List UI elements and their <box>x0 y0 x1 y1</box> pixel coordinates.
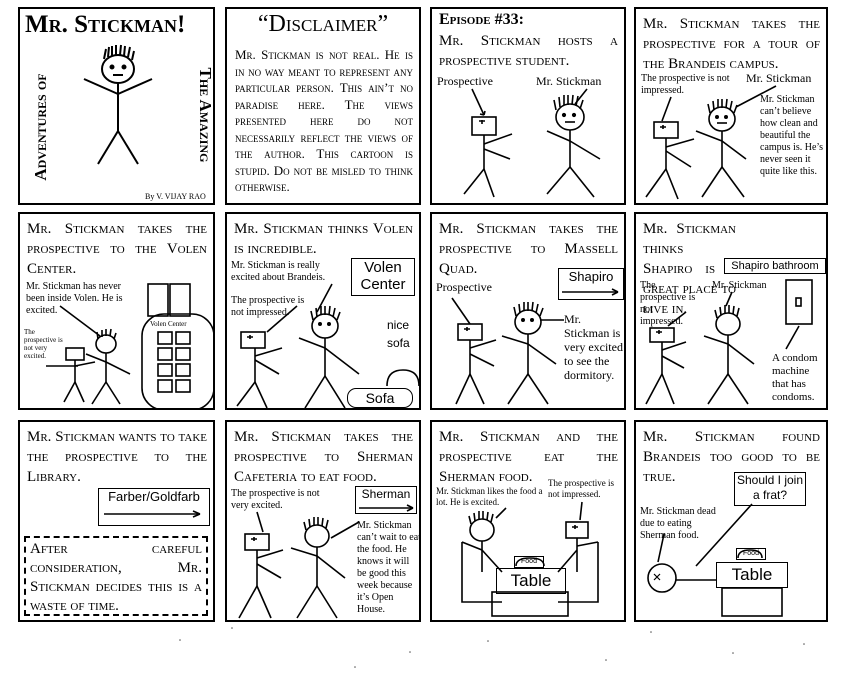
panel-shapiro: Mr. Stickman thinks Shapiro is a great p… <box>634 212 828 410</box>
conclusion-box: After careful consideration, Mr. Stickma… <box>24 536 208 616</box>
panel-caption: Mr. Stickman takes the prospective to Sh… <box>234 429 413 485</box>
author-credit: By V. VIJAY RAO <box>145 192 206 201</box>
panel-caption: Mr. Stickman wants to take the prospecti… <box>27 429 207 485</box>
panel-eating: Mr. Stickman and the prospective eat the… <box>430 420 626 622</box>
panel-library: Mr. Stickman wants to take the prospecti… <box>18 420 215 622</box>
note-stickman: Mr. Stickman likes the food a lot. He is… <box>436 486 543 507</box>
scene-illustration <box>46 283 213 408</box>
table-sign: Table <box>496 568 566 594</box>
panel-massell: Mr. Stickman takes the prospective to Ma… <box>430 212 626 410</box>
sign-volen-center: Volen Center <box>351 258 415 296</box>
panel-caption: Mr. Stickman takes the prospective for a… <box>643 16 820 72</box>
note-prospective: The prospective is not very excited. <box>24 328 63 360</box>
panel-disclaimer: “Disclaimer” Mr. Stickman is not real. H… <box>225 7 421 205</box>
panel-caption: Mr. Stickman thinks Shapiro is a great p… <box>643 221 736 317</box>
note-stickman: Mr. Stickman can’t believe how clean and… <box>760 94 824 177</box>
sign-arrow <box>104 510 201 518</box>
label-stickman: Mr. Stickman <box>746 71 812 85</box>
episode-number: Episode #33: <box>439 11 524 28</box>
panel-caption: Mr. Stickman and the prospective eat the… <box>439 429 618 485</box>
note-prospective: The prospective is not impressed. <box>548 478 614 499</box>
note-stickman: Mr. Stickman can’t wait to eat the food.… <box>357 520 421 615</box>
table-sign: Table <box>716 562 788 588</box>
panel-caption: Mr. Stickman hosts a prospective student… <box>439 33 618 69</box>
label-prospective: Prospective <box>437 74 493 88</box>
disclaimer-body: Mr. Stickman is not real. He is in no wa… <box>235 47 413 194</box>
sign-sherman: Sherman <box>355 486 417 514</box>
panel-title: Mr. Stickman! Adventures of The Amazing … <box>18 7 215 205</box>
scene-illustration <box>647 503 783 617</box>
panel-sherman: Mr. Stickman takes the prospective to Sh… <box>225 420 421 622</box>
panel-caption: Mr. Stickman found Brandeis too good to … <box>643 429 820 485</box>
stickman-figure <box>83 44 153 165</box>
label-nice: nice <box>387 318 410 332</box>
panel-caption: Mr. Stickman thinks Volen is incredible. <box>234 221 413 257</box>
scene-illustration <box>645 85 777 200</box>
sign-text: Shapiro <box>568 269 614 284</box>
note-prospective: The prospective is not very excited. <box>231 488 320 511</box>
note-stickman: Mr. Stickman is really excited about Bra… <box>231 260 326 283</box>
panel-caption: Mr. Stickman takes the prospective to Ma… <box>439 221 618 277</box>
note-prospective: The prospective is not impressed. <box>231 295 305 318</box>
sign-shapiro-bathroom: Shapiro bathroom <box>724 258 826 274</box>
note-prospective: The prospective is not impressed. <box>640 280 696 327</box>
building-label: Volen Center <box>150 320 187 328</box>
note-stickman: Mr. Stickman dead due to eating Sherman … <box>640 506 716 541</box>
scene-illustration <box>451 288 619 405</box>
panel-ending: Mr. Stickman found Brandeis too good to … <box>634 420 828 622</box>
sign-shapiro: Shapiro <box>558 268 624 300</box>
panel-volen-incredible: Mr. Stickman thinks Volen is incredible.… <box>225 212 421 410</box>
scene-illustration <box>645 279 813 405</box>
label-stickman: Mr. Stickman <box>536 74 602 88</box>
panel-episode: Episode #33: Mr. Stickman hosts a prospe… <box>430 7 626 205</box>
scene-illustration <box>463 88 601 198</box>
sofa-sign: Sofa <box>347 388 413 408</box>
sign-text: Farber/Goldfarb <box>108 489 200 504</box>
sign-text: Sherman <box>361 487 411 501</box>
note-machine: A condom machine that has condoms. <box>772 352 818 403</box>
speech-bubble: Should I join a frat? <box>734 472 806 506</box>
conclusion-text: After careful consideration, Mr. Stickma… <box>30 541 202 614</box>
label-stickman: Mr. Stickman <box>712 280 767 291</box>
note-stickman: Mr. Stickman has never been inside Volen… <box>26 281 123 316</box>
disclaimer-title: “Disclaimer” <box>257 11 389 37</box>
scene-illustration <box>461 501 599 617</box>
note-stickman: Mr. Stickman is very excited to see the … <box>564 312 623 382</box>
comic-title: Mr. Stickman! <box>25 11 186 38</box>
panel-volen: Mr. Stickman takes the prospective to th… <box>18 212 215 410</box>
label-sofa: sofa <box>387 336 410 350</box>
note-prospective: The prospective is not impressed. <box>641 73 730 96</box>
panel-caption: Mr. Stickman takes the prospective to th… <box>27 221 207 277</box>
panel-campus-tour: Mr. Stickman takes the prospective for a… <box>634 7 828 205</box>
scene-illustration <box>238 504 414 619</box>
sign-farber-goldfarb: Farber/Goldfarb <box>98 488 210 526</box>
scene-illustration <box>236 283 419 408</box>
label-prospective: Prospective <box>436 280 492 294</box>
